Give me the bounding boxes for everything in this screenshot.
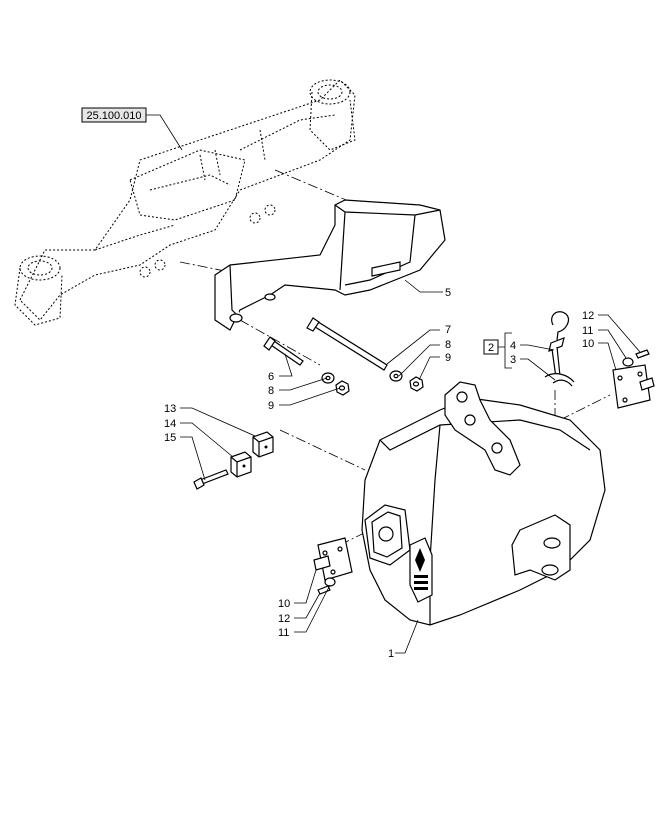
callout-13: 13 [164, 403, 176, 415]
washer-icon [321, 370, 403, 384]
callout-4: 4 [510, 340, 516, 352]
leader-lines [180, 279, 641, 654]
screw-and-washer-icon [317, 349, 650, 595]
callout-11b: 11 [278, 627, 289, 639]
callout-15: 15 [164, 432, 176, 444]
kit-box[interactable]: 2 [483, 339, 499, 355]
callout-8b: 8 [268, 385, 274, 397]
callout-10: 10 [582, 338, 594, 350]
callout-1: 1 [388, 648, 394, 660]
nut-icon [335, 376, 424, 396]
callout-11: 11 [582, 325, 593, 337]
callout-12b: 12 [278, 613, 290, 625]
callout-7: 7 [445, 324, 451, 336]
callout-12: 12 [582, 310, 594, 322]
bolt-icon-15 [193, 469, 229, 490]
plate-icon [313, 364, 655, 581]
spacer-block-icon [230, 431, 274, 478]
callout-6: 6 [268, 371, 274, 383]
callout-9b: 9 [268, 400, 274, 412]
front-axle-ghost-icon [14, 79, 356, 326]
long-bolt-icon [306, 317, 388, 371]
reference-box[interactable]: 25.100.010 [81, 107, 147, 123]
callout-9: 9 [445, 352, 451, 364]
tow-pin-icon [544, 311, 575, 387]
callout-5: 5 [445, 287, 451, 299]
front-weight-icon [361, 381, 606, 626]
callout-8: 8 [445, 339, 451, 351]
weight-bracket-icon [214, 199, 446, 331]
bolt-icon [263, 336, 304, 366]
callout-14: 14 [164, 418, 176, 430]
kit-box-text: 2 [488, 342, 494, 354]
callout-3: 3 [510, 354, 516, 366]
reference-box-text: 25.100.010 [86, 110, 141, 122]
callout-10b: 10 [278, 598, 290, 610]
